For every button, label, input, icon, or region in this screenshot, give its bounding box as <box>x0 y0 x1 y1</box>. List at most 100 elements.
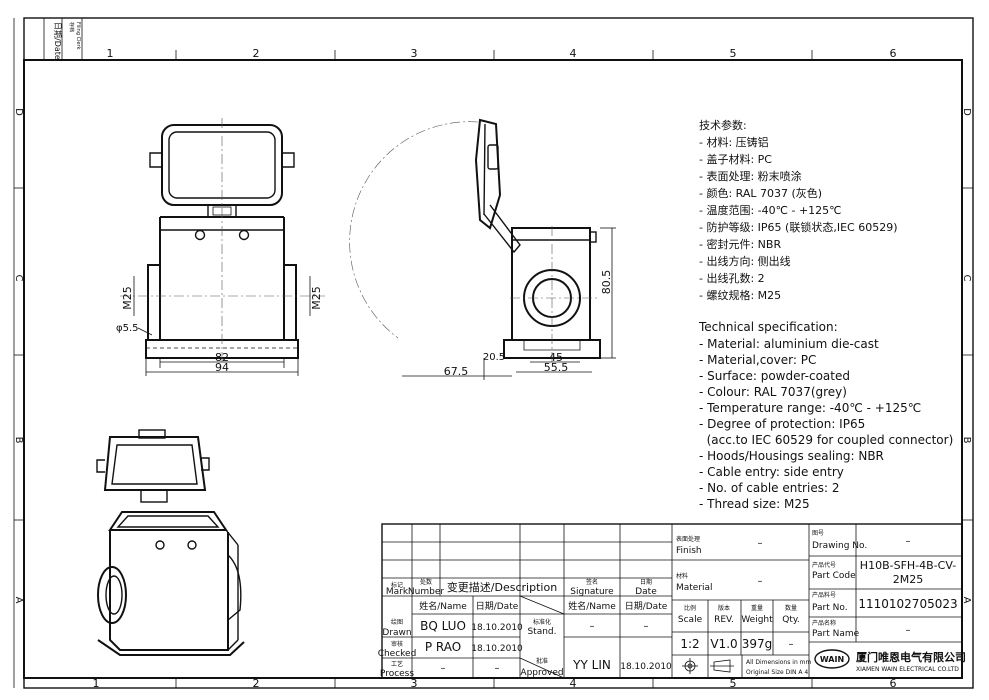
spec-en-line: - Temperature range: -40℃ - +125℃ <box>699 401 921 415</box>
tb-part-name-cn: 产品名称 <box>812 619 836 627</box>
margin-filing-cn: 存档 <box>68 22 75 32</box>
row-label-right-a: A <box>961 597 972 604</box>
row-label-right-c: C <box>961 275 972 282</box>
tb-drawn-cn: 绘图 <box>391 618 403 626</box>
tb-process-cn: 工艺 <box>391 660 403 668</box>
spec-cn-line: - 密封元件: NBR <box>699 237 781 251</box>
tb-date-cn: 日期 <box>640 578 652 586</box>
tb-part-name-val: – <box>906 625 911 636</box>
dim-width-82: 82 <box>215 351 229 364</box>
tb-date-header: 日期/Date <box>476 601 519 612</box>
col-label-bottom-6: 6 <box>890 677 897 690</box>
spec-cn-line: - 出线方向: 侧出线 <box>699 254 791 268</box>
dim-45: 45 <box>549 351 563 364</box>
tb-scale-en: Scale <box>678 615 703 625</box>
tb-approved-date: 18.10.2010 <box>620 662 672 672</box>
spec-en-line: - Degree of protection: IP65 <box>699 417 865 431</box>
iso-cable-entry <box>97 566 127 624</box>
tb-weight-val: 397g <box>742 637 773 651</box>
margin-filing-en: Filing Clerk <box>75 22 81 50</box>
tb-material-en: Material <box>676 583 713 593</box>
tb-finish-val: – <box>758 538 763 549</box>
dim-m25-right: M25 <box>310 286 323 310</box>
tb-rev-val: V1.0 <box>710 637 737 651</box>
tb-name-header-2: 姓名/Name <box>568 600 616 612</box>
dim-hole-diameter: φ5.5 <box>116 323 139 334</box>
tb-description: 变更描述/Description <box>447 580 557 594</box>
spec-cn-line: - 螺纹规格: M25 <box>699 288 781 302</box>
tb-part-code-en: Part Code <box>812 571 856 581</box>
tb-weight-cn: 重量 <box>751 604 763 612</box>
tb-dim-note-1: All Dimensions in mm <box>746 659 811 666</box>
tb-drawn-name: BQ LUO <box>420 619 466 633</box>
tb-approved-name: YY LIN <box>572 658 611 672</box>
dim-height-80-5: 80.5 <box>600 270 613 295</box>
col-label-bottom-5: 5 <box>730 677 737 690</box>
tb-qty-en: Qty. <box>782 615 800 625</box>
iso-lid <box>103 436 207 491</box>
tb-mark-cn: 标记 <box>391 581 403 589</box>
tb-weight-en: Weight <box>741 615 773 625</box>
spec-cn-line: - 颜色: RAL 7037 (灰色) <box>699 186 822 200</box>
spec-cn-line: - 防护等级: IP65 (联锁状态,IEC 60529) <box>699 220 897 234</box>
col-label-bottom-4: 4 <box>570 677 577 690</box>
tb-stand-cn: 标准化 <box>533 618 551 626</box>
spec-en-line: - Hoods/Housings sealing: NBR <box>699 449 884 463</box>
tb-approved-cn: 批准 <box>536 657 548 665</box>
tb-checked-name: P RAO <box>425 640 461 654</box>
spec-en-line: - Material: aluminium die-cast <box>699 337 879 351</box>
tb-part-code-cn: 产品代号 <box>812 561 836 569</box>
tb-checked-en: Checked <box>378 649 417 659</box>
tb-part-no-en: Part No. <box>812 603 848 613</box>
spec-en-line: - Cable entry: side entry <box>699 465 844 479</box>
spec-cn-line: - 材料: 压铸铝 <box>699 135 769 149</box>
logo-text: WAIN <box>820 655 844 664</box>
tb-drawing-no-en: Drawing No. <box>812 541 867 551</box>
spec-cn-line: - 表面处理: 粉末喷涂 <box>699 169 802 183</box>
dim-67-5: 67.5 <box>444 365 469 378</box>
front-screw-right <box>238 229 250 241</box>
spec-en-line: - Material,cover: PC <box>699 353 816 367</box>
tb-material-cn: 材料 <box>676 572 688 580</box>
tb-signature-en: Signature <box>570 587 614 597</box>
dim-m25-left: M25 <box>121 286 134 310</box>
tb-signature-cn: 签名 <box>586 578 598 586</box>
tb-checked-date: 18.10.2010 <box>471 644 523 654</box>
isometric-view <box>96 429 245 656</box>
tb-checked-cn: 审核 <box>391 640 403 648</box>
tb-stand-en: Stand. <box>527 627 556 637</box>
col-label-top-3: 3 <box>411 47 418 60</box>
front-right-boss <box>284 264 297 341</box>
spec-english: Technical specification: - Material: alu… <box>698 320 953 511</box>
tb-material-val: – <box>758 576 763 587</box>
row-label-left-d: D <box>13 108 24 116</box>
tb-rev-en: REV. <box>714 615 734 625</box>
spec-en-title: Technical specification: <box>698 320 838 334</box>
dim-20-5: 20.5 <box>483 352 505 363</box>
row-label-left-a: A <box>13 597 24 604</box>
row-label-right-b: B <box>961 437 972 444</box>
col-label-bottom-3: 3 <box>411 677 418 690</box>
side-lid <box>474 118 502 230</box>
tb-drawing-no-cn: 图号 <box>812 530 824 537</box>
spec-cn-title: 技术参数: <box>699 118 747 132</box>
tb-name-header: 姓名/Name <box>419 600 467 612</box>
row-label-left-c: C <box>13 275 24 282</box>
tb-process-date: – <box>495 663 500 674</box>
tb-number-cn: 处数 <box>420 578 432 586</box>
tb-finish-cn: 表面处理 <box>676 535 700 543</box>
spec-cn-line: - 出线孔数: 2 <box>699 271 765 285</box>
spec-en-line: - Surface: powder-coated <box>699 369 850 383</box>
tb-date-header-2: 日期/Date <box>625 601 668 612</box>
tb-part-code-val-2: 2M25 <box>893 573 924 586</box>
row-label-right-d: D <box>961 108 972 116</box>
tb-process-name: – <box>441 663 446 674</box>
lid-swing-arc <box>349 121 479 339</box>
margin-date-label: 日期/Date <box>53 22 62 60</box>
tb-part-no-val: 1110102705023 <box>858 597 957 611</box>
tb-drawn-en: Drawn <box>382 628 411 638</box>
col-label-bottom-2: 2 <box>253 677 260 690</box>
tb-scale-val: 1:2 <box>680 637 699 651</box>
col-label-top-6: 6 <box>890 47 897 60</box>
